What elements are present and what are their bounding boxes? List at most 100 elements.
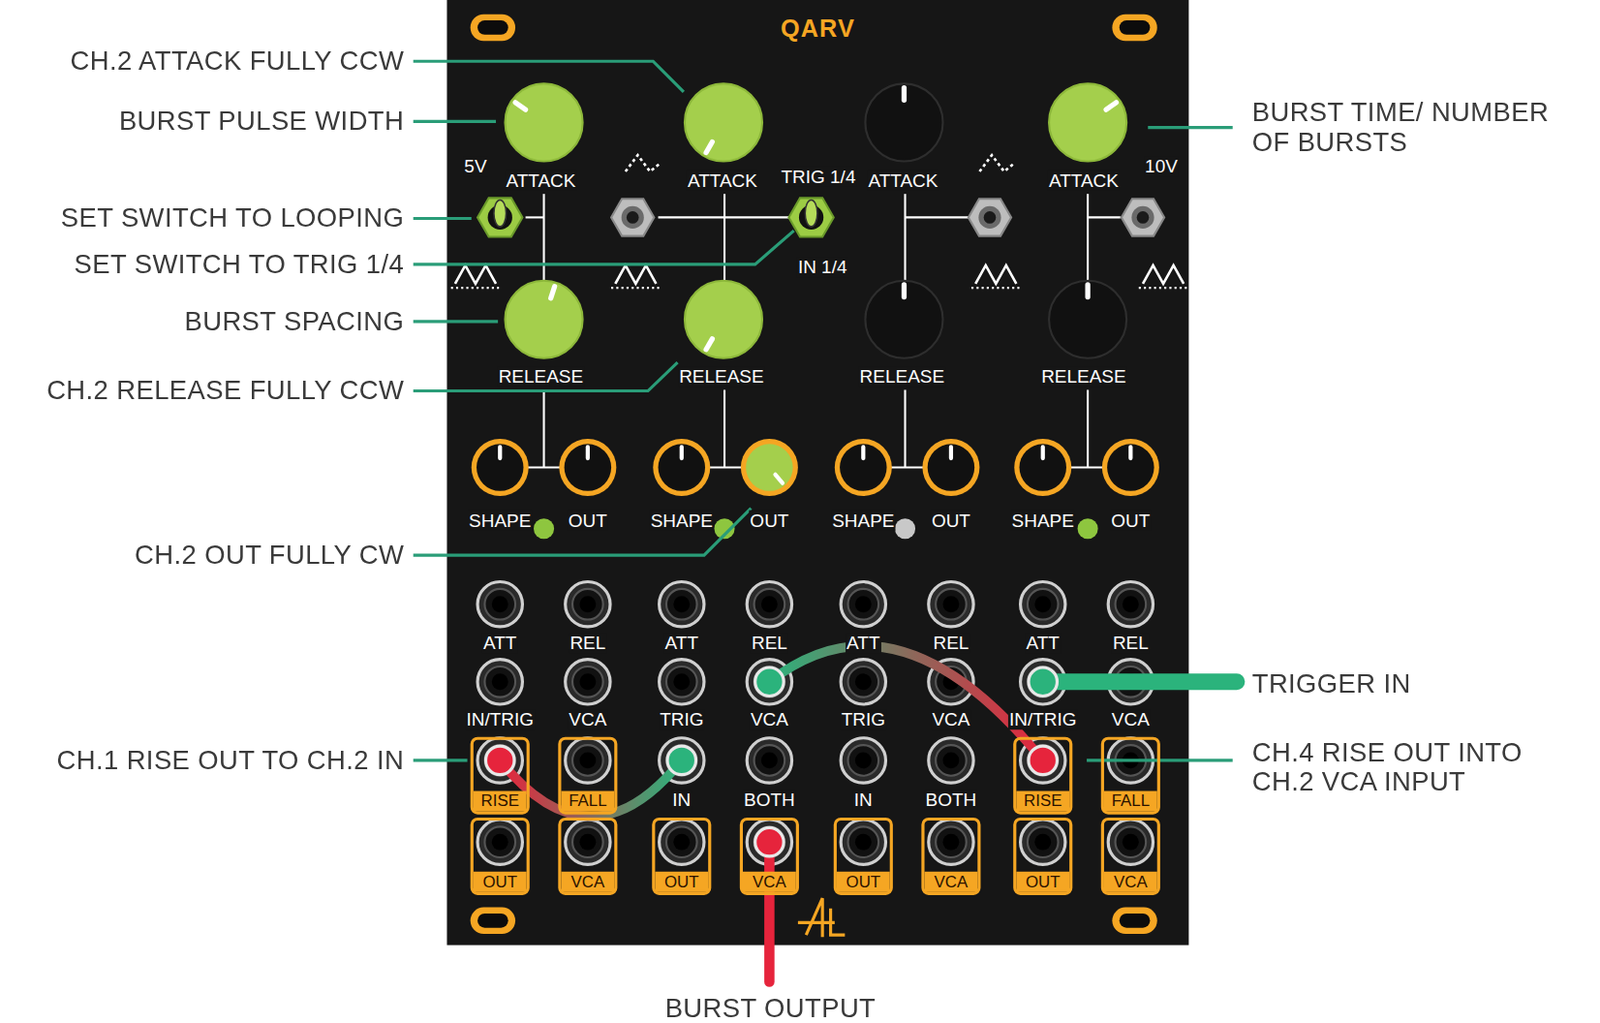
panel-label: TRIG <box>840 708 887 730</box>
leader-line <box>413 230 795 265</box>
panel-label: VCA <box>1110 708 1151 730</box>
knob-indicator <box>1128 446 1133 459</box>
panel-label: SHAPE <box>830 510 895 531</box>
jack-hole <box>492 833 509 851</box>
toggle-switch-nut <box>788 197 833 237</box>
knob-indicator <box>1084 284 1090 298</box>
panel-guide-line <box>658 215 725 218</box>
mini-jack-hole <box>626 211 640 224</box>
jack-nut <box>746 819 792 864</box>
jack-ring <box>935 744 967 776</box>
panel-label: OUT <box>567 510 609 531</box>
panel-label: VCA <box>567 708 608 730</box>
jack-hole <box>492 673 509 690</box>
jack-ring <box>848 826 880 858</box>
jack-ring <box>848 588 880 620</box>
jack-ring <box>754 666 786 698</box>
callout-label: BURST PULSE WIDTH <box>117 106 407 137</box>
looping-icon <box>455 265 496 284</box>
jack-label: VCA <box>742 871 797 893</box>
jack-nut <box>1020 819 1066 864</box>
jack-label: OUT <box>473 871 527 893</box>
small-knob-ring <box>834 438 893 496</box>
patch-cable <box>769 646 1043 761</box>
panel-label: SHAPE <box>649 510 714 531</box>
jack-label-box: RISE <box>470 737 530 815</box>
small-knob-ring <box>558 438 616 496</box>
jack-nut <box>840 582 886 627</box>
knob-indicator <box>585 446 590 459</box>
panel-guide-line <box>723 193 726 281</box>
jack-nut <box>565 582 611 627</box>
jack-hole <box>942 751 959 769</box>
panel-label: BOTH <box>742 789 797 810</box>
panel-label: OUT <box>748 510 790 531</box>
panel-guide-line <box>903 193 906 281</box>
panel-label: REL <box>750 632 789 653</box>
jack-hole <box>492 595 509 613</box>
jack-ring <box>1027 666 1059 698</box>
knob-indicator <box>497 446 502 459</box>
jack-label: FALL <box>560 791 615 812</box>
knob-black <box>864 83 943 161</box>
module-name: QARV <box>780 14 856 43</box>
mounting-slot <box>470 14 516 41</box>
panel-label: RELEASE <box>1040 366 1128 387</box>
knob-indicator <box>901 284 907 298</box>
knob-indicator <box>515 102 525 110</box>
mini-jack-ring <box>1131 206 1154 229</box>
jack-hole <box>942 595 959 613</box>
panel-guide-line <box>723 389 726 467</box>
looping-icon-base <box>611 286 661 289</box>
jack-hole <box>579 673 596 690</box>
knob-indicator <box>706 338 712 350</box>
jack-hole <box>1122 595 1139 613</box>
toggle-switch-nut <box>477 197 523 237</box>
jack-label-box: FALL <box>557 737 617 815</box>
callout-label: SET SWITCH TO TRIG 1/4 <box>72 249 407 280</box>
callout-label: BURST OUTPUT <box>663 993 879 1023</box>
callout-label: BURST SPACING <box>182 307 406 338</box>
looping-icon-base <box>1138 286 1189 289</box>
panel-label: VCA <box>930 708 971 730</box>
mini-jack-nut <box>611 198 654 236</box>
looping-icon <box>615 265 656 284</box>
led <box>894 518 916 539</box>
cable-plug <box>485 745 514 775</box>
jack-ring <box>935 588 967 620</box>
panel-label: TRIG <box>658 708 705 730</box>
jack-nut <box>1020 659 1066 705</box>
leader-line <box>413 758 468 762</box>
jack-ring <box>1115 826 1147 858</box>
jack-nut <box>565 659 611 705</box>
jack-hole <box>673 833 690 851</box>
mounting-slot-hole <box>1119 913 1151 928</box>
knob-black <box>1048 280 1127 359</box>
knob-black <box>864 280 943 359</box>
jack-nut <box>928 738 974 783</box>
knob-indicator <box>679 446 684 459</box>
toggle-switch-lever <box>493 199 507 226</box>
knob-green <box>505 83 584 161</box>
panel-guide-line <box>542 389 545 467</box>
panel-label: IN/TRIG <box>1008 708 1078 730</box>
module-panel: RISEFALLRISEFALLOUTVCAOUTVCAOUTVCAOUTVCA… <box>446 0 1189 946</box>
jack-label-box: RISE <box>1013 737 1073 815</box>
jack-nut <box>659 659 705 705</box>
knob-indicator <box>551 286 555 299</box>
jack-nut <box>928 819 974 864</box>
jack-label-box: VCA <box>739 817 800 895</box>
mini-jack-hole <box>984 211 997 224</box>
jack-hole <box>673 673 690 690</box>
knob-indicator <box>949 446 954 459</box>
jack-hole <box>855 673 872 690</box>
jack-ring <box>484 666 516 698</box>
mini-jack-ring <box>621 206 645 229</box>
jack-hole <box>855 595 872 613</box>
mounting-slot-hole <box>477 20 509 35</box>
jack-ring <box>572 826 604 858</box>
jack-label: VCA <box>924 871 979 893</box>
small-knob-ring <box>652 438 710 496</box>
panel-label: BOTH <box>924 789 979 810</box>
leader-line <box>413 61 684 93</box>
